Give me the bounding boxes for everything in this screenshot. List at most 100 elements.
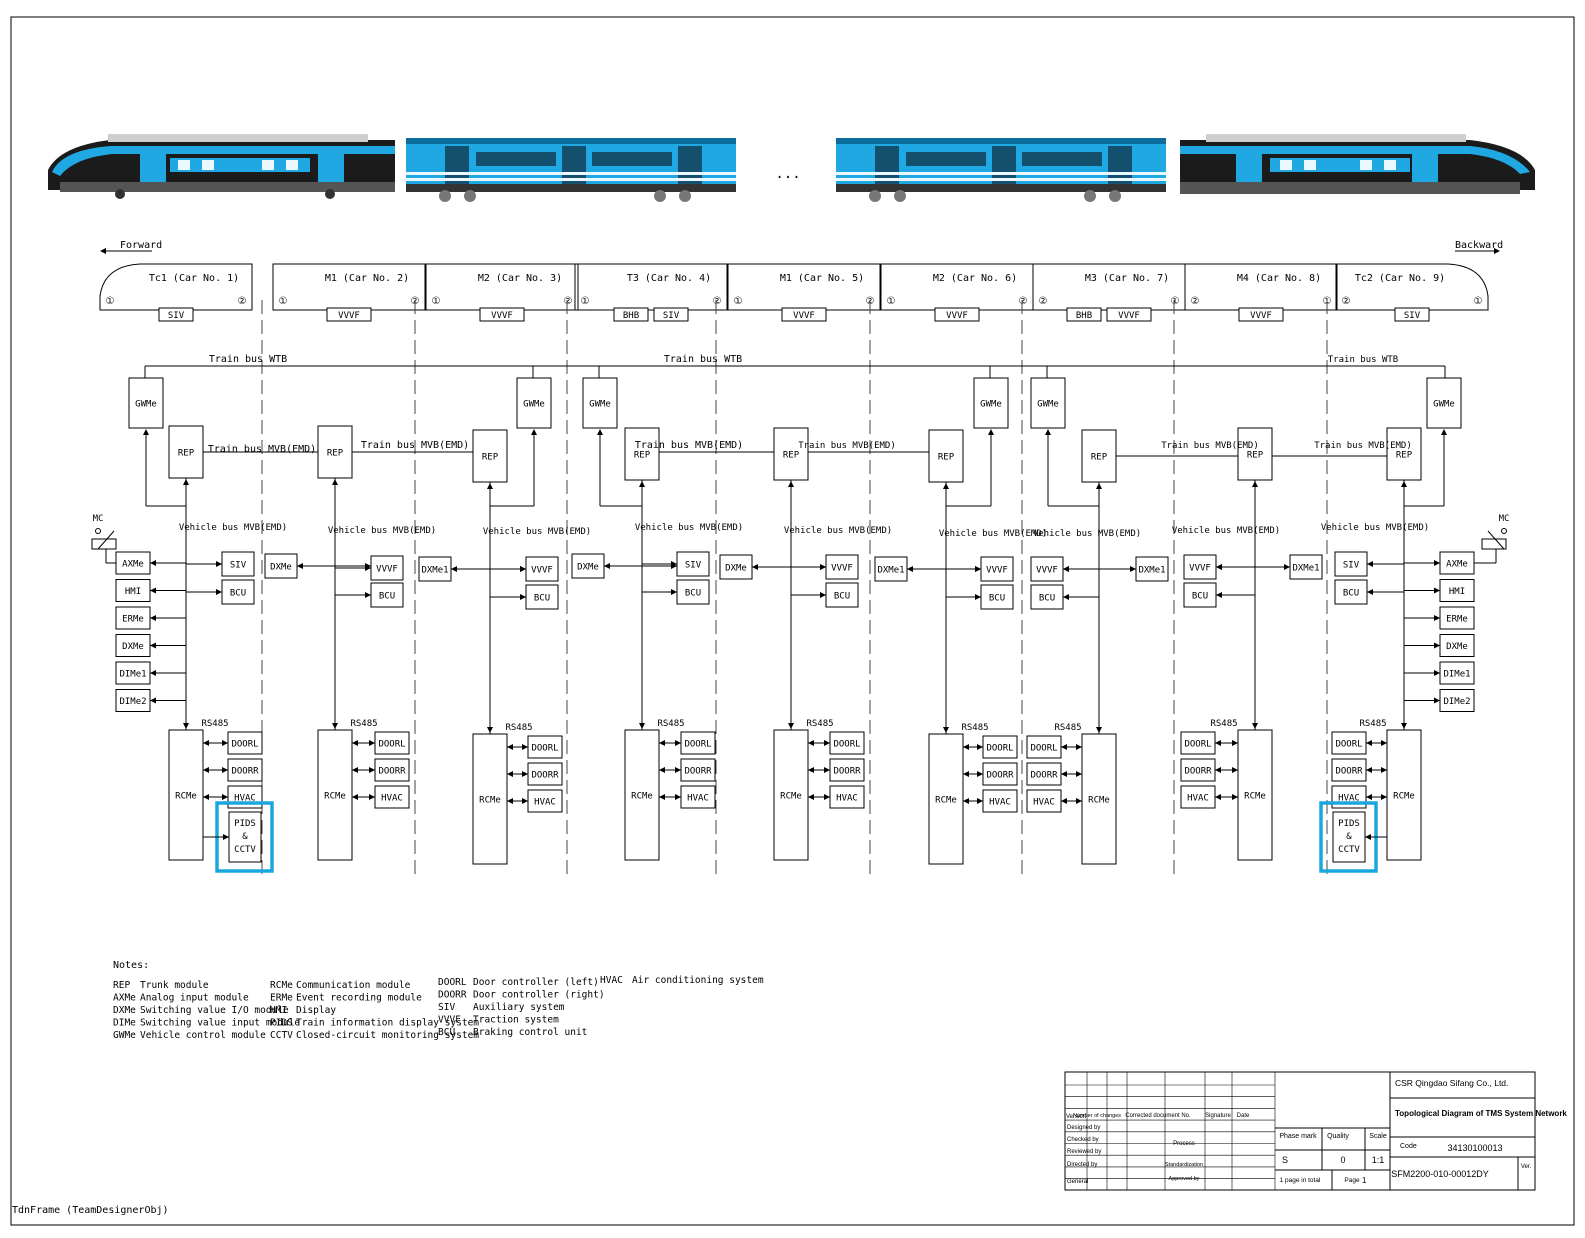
gwme-rep-link [946, 429, 994, 507]
subsystem-bcu-label: BCU [834, 592, 850, 602]
io-doorr: DOORR [1180, 758, 1216, 782]
arrow-head [522, 771, 528, 777]
arrow-head [963, 771, 969, 777]
io-doorl: DOORL [227, 731, 263, 755]
gwme-module-label: GWMe [980, 400, 1002, 410]
subsystem-bcu-label: BCU [1343, 589, 1359, 599]
arrow-head [808, 794, 814, 800]
rcme-module: RCMe [1237, 729, 1273, 861]
note-desc: Auxiliary system [473, 1002, 565, 1013]
mvb-train-label: Train bus MVB(EMD) [1161, 441, 1259, 451]
subsystem-vvvf: VVVF [1183, 554, 1217, 580]
rcme-module-label: RCMe [175, 792, 197, 802]
arrow-head [451, 566, 457, 572]
rcme-module-label: RCMe [1393, 792, 1415, 802]
subsystem-dxme-frame [264, 553, 298, 579]
subsystem-vvvf: VVVF [525, 556, 559, 582]
cab-module-hmi: HMI [1439, 579, 1475, 602]
arrow-head [352, 740, 358, 746]
mc-label: MC [1499, 514, 1510, 524]
tb-process: Process [1173, 1141, 1195, 1147]
arrow-head [507, 798, 513, 804]
rep-module-label: REP [327, 449, 344, 459]
subsystem-bcu: BCU [370, 582, 404, 608]
arrow-head [808, 767, 814, 773]
car-outline [1032, 263, 1186, 311]
note-abbr: HMI [270, 1005, 287, 1016]
rs485-label: RS485 [961, 723, 988, 733]
arrow-head [659, 767, 665, 773]
mvb-train-label: Train bus MVB(EMD) [361, 440, 469, 451]
io-doorr-label: DOORR [231, 767, 259, 777]
rcme-module-label: RCMe [935, 796, 957, 806]
io-doorr-label: DOORR [1184, 767, 1212, 777]
arrow-head [1096, 727, 1102, 733]
subsystem-bcu-frame [1183, 582, 1217, 608]
io-hvac: HVAC [829, 785, 865, 809]
cab-module-dxme: DXMe [115, 634, 151, 657]
io-doorr: DOORR [1331, 758, 1367, 782]
subsystem-bcu-label: BCU [989, 594, 1005, 604]
mc-knob [95, 528, 101, 534]
arrow-head [216, 561, 222, 567]
pids-cctv-module: PIDS&CCTV [1319, 801, 1378, 873]
car-name: T3 (Car No. 4) [627, 273, 711, 284]
gwme-module-frame [1030, 377, 1066, 429]
cctv-label: CCTV [1338, 845, 1360, 855]
io-doorr: DOORR [829, 758, 865, 782]
rep-module-frame [472, 429, 508, 483]
cab-module-dime1-label: DIMe1 [1443, 670, 1470, 680]
subsystem-bcu: BCU [525, 584, 559, 610]
rs485-label: RS485 [657, 719, 684, 729]
io-hvac: HVAC [1026, 789, 1062, 813]
gwme-rep-link [490, 429, 537, 507]
note-desc: Display [296, 1005, 336, 1016]
note-desc: Closed-circuit monitoring system [296, 1030, 479, 1041]
rcme-module: RCMe [624, 729, 660, 861]
note-abbr: DOORR [438, 990, 467, 1001]
arrow-head [788, 481, 794, 487]
arrow-head [788, 723, 794, 729]
subsystem-vvvf: VVVF [825, 554, 859, 580]
subsystem-bcu-label: BCU [534, 594, 550, 604]
tb-company: CSR Qingdao Sifang Co., Ltd. [1395, 1078, 1508, 1088]
arrow-head [1232, 740, 1238, 746]
io-doorr-label: DOORR [986, 771, 1014, 781]
arrow-head [352, 767, 358, 773]
car-outline [574, 263, 728, 311]
subsystem-siv-label: SIV [1343, 561, 1360, 571]
vehicle-bus-label: Vehicle bus MVB(EMD) [328, 526, 436, 536]
gwme-module-frame [1426, 377, 1462, 429]
subsystem-vvvf-label: VVVF [376, 565, 398, 575]
cab-module-dxme-label: DXMe [1446, 642, 1468, 652]
arrow-head [1434, 697, 1440, 704]
arrow-head [203, 767, 209, 773]
arrow-head [520, 566, 526, 572]
io-doorl-label: DOORL [531, 744, 558, 754]
pids-label: PIDS [1338, 819, 1360, 829]
car-outline [425, 263, 579, 311]
arrow-head [671, 589, 677, 595]
rep-module: REP [168, 425, 204, 479]
arrow-head [1215, 767, 1221, 773]
arrow-head [963, 798, 969, 804]
arrow-head [352, 794, 358, 800]
car-outline [1184, 263, 1338, 311]
cab-module-axme-label: AXMe [122, 560, 144, 570]
arrow-head [150, 642, 156, 649]
car-equipment-box-label: VVVF [491, 311, 513, 321]
cab-module-dime2-label: DIMe2 [1443, 697, 1470, 707]
vehicle-bus-label: Vehicle bus MVB(EMD) [1321, 523, 1429, 533]
tb-standardization: Standardization [1165, 1162, 1203, 1168]
subsystem-dxme1-label: DXMe1 [421, 566, 448, 576]
car-equipment-box: VVVF [1106, 307, 1152, 322]
subsystem-bcu: BCU [1030, 584, 1064, 610]
tb-code: 34130100013 [1447, 1143, 1502, 1153]
cab-module-dime2-label: DIMe2 [119, 697, 146, 707]
subsystem-vvvf: VVVF [980, 556, 1014, 582]
vehicle-bus-9: Vehicle bus MVB(EMD) [1321, 480, 1429, 730]
